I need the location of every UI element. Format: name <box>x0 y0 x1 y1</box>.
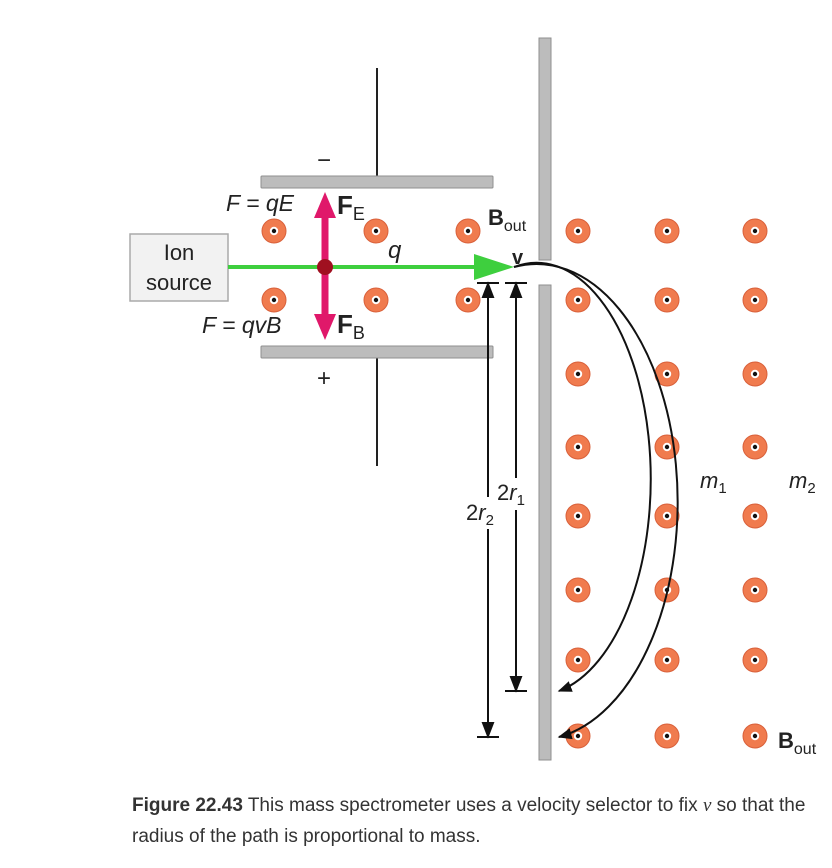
electric-force-letter: F <box>337 190 353 220</box>
charge-particle <box>317 259 333 275</box>
field-dot-center <box>752 587 758 593</box>
trajectory-m2 <box>513 262 679 740</box>
field-dot-center <box>752 513 758 519</box>
field-label-top-subscript: out <box>504 218 527 235</box>
field-label-top-letter: B <box>488 205 504 230</box>
trajectory-m1 <box>513 261 652 692</box>
field-label-bottom-letter: B <box>778 728 794 753</box>
figure-number: Figure 22.43 <box>132 795 243 816</box>
field-dot-center <box>575 228 581 234</box>
magnetic-force-subscript: B <box>353 323 365 343</box>
field-dot-center <box>664 228 670 234</box>
radius1-subscript: 1 <box>517 492 525 509</box>
mass2-label: m2 <box>789 468 816 497</box>
magnetic-force-symbol: FB <box>337 309 365 343</box>
top-plate <box>260 175 494 189</box>
ion-source-label-line1: Ion <box>164 240 195 265</box>
field-dot-center <box>752 733 758 739</box>
radius2-subscript: 2 <box>486 512 494 529</box>
caption-text-before: This mass spectrometer uses a velocity s… <box>242 795 703 816</box>
field-dot-center <box>752 371 758 377</box>
field-dot-center <box>373 228 379 234</box>
radius1-coefficient: 2 <box>497 480 509 505</box>
field-dot-center <box>373 297 379 303</box>
mass-spectrometer-diagram: Ion source − + F = qE FE F = qvB FB q v … <box>129 37 817 761</box>
caption-variable: v <box>702 795 712 816</box>
field-dot-center <box>752 228 758 234</box>
velocity-arrowhead <box>474 254 514 280</box>
mass1-symbol: m <box>700 468 718 493</box>
field-dot-center <box>752 444 758 450</box>
field-dot-center <box>271 228 277 234</box>
field-dot-center <box>465 297 471 303</box>
lower-slit-wall <box>538 284 552 761</box>
caption-text-after: so that the radius of the path is propor… <box>132 795 806 847</box>
field-label-bottom: Bout <box>778 728 817 758</box>
magnetic-field-dots <box>261 218 768 749</box>
field-dot-center <box>752 297 758 303</box>
electric-force-symbol: FE <box>337 190 365 224</box>
magnetic-force-letter: F <box>337 309 353 339</box>
field-label-top: Bout <box>488 205 527 235</box>
field-dot-center <box>664 513 670 519</box>
mass2-symbol: m <box>789 468 807 493</box>
field-dot-center <box>271 297 277 303</box>
mass1-subscript: 1 <box>718 480 726 497</box>
dimension-2r2 <box>477 281 499 739</box>
electric-force-equation: F = qE <box>226 190 295 216</box>
field-dot-center <box>752 657 758 663</box>
radius1-symbol: r <box>509 480 518 505</box>
velocity-label: v <box>512 247 524 269</box>
radius2-symbol: r <box>478 500 487 525</box>
field-dot-center <box>575 513 581 519</box>
bottom-plate-sign: + <box>317 365 331 392</box>
electric-force-arrowhead <box>314 192 336 218</box>
dimension-2r1 <box>505 281 527 693</box>
field-dot-center <box>575 733 581 739</box>
electric-force-subscript: E <box>353 204 365 224</box>
mass1-label: m1 <box>700 468 727 497</box>
bottom-plate <box>260 345 494 359</box>
radius1-label: 2r1 <box>497 480 525 509</box>
field-dot-center <box>664 657 670 663</box>
radius2-coefficient: 2 <box>466 500 478 525</box>
charge-label: q <box>388 237 402 264</box>
mass2-subscript: 2 <box>807 480 815 497</box>
figure-caption: Figure 22.43 This mass spectrometer uses… <box>132 790 832 852</box>
top-plate-sign: − <box>317 147 331 174</box>
radius2-label: 2r2 <box>466 500 494 529</box>
field-dot-center <box>575 587 581 593</box>
magnetic-force-equation: F = qvB <box>202 312 281 338</box>
field-dot-center <box>575 657 581 663</box>
field-dot-center <box>664 371 670 377</box>
ion-source-label-line2: source <box>146 270 212 295</box>
field-label-bottom-subscript: out <box>794 741 817 758</box>
magnetic-force-arrowhead <box>314 314 336 340</box>
field-dot-center <box>575 371 581 377</box>
upper-slit-wall <box>538 37 552 261</box>
field-dot-center <box>664 444 670 450</box>
field-dot-center <box>575 444 581 450</box>
field-dot-center <box>465 228 471 234</box>
field-dot-center <box>575 297 581 303</box>
field-dot-center <box>664 733 670 739</box>
field-dot-center <box>664 297 670 303</box>
